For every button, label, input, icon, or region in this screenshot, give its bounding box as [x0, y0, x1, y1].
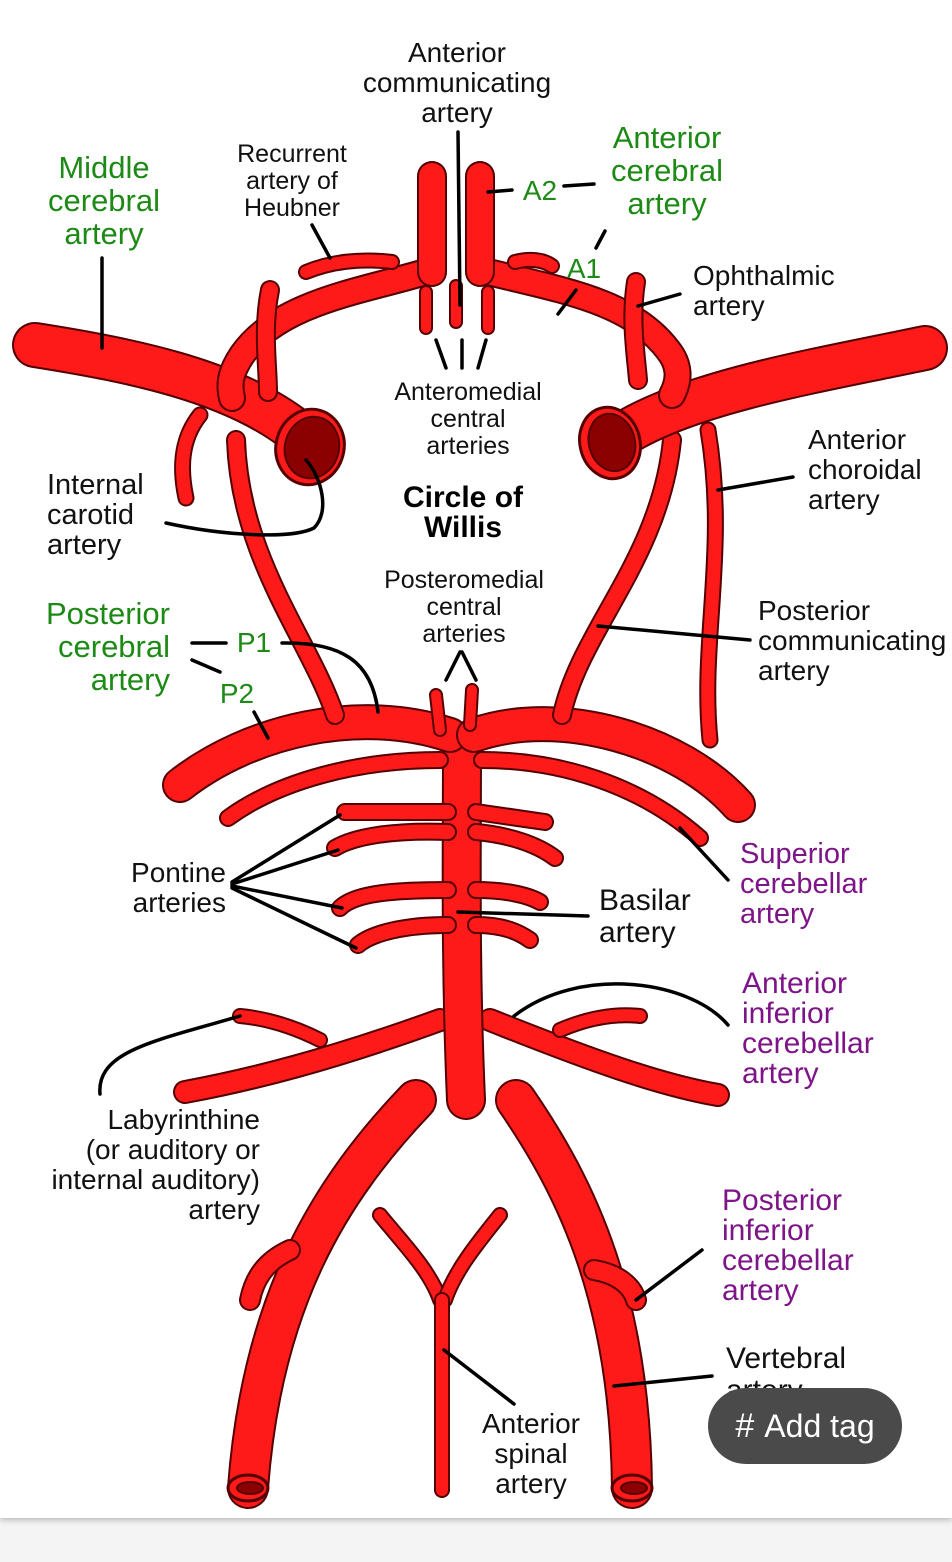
pointer-anterior-cerebral [562, 182, 596, 188]
pointer-anteromedial-left [434, 338, 448, 370]
pontine-artery-4-left [349, 916, 457, 954]
label-p2: P2 [220, 678, 254, 709]
right-recurrent-artery-of-heubner [507, 251, 560, 274]
pontine-artery-4-right [467, 916, 539, 949]
right-vertebral-artery [495, 1079, 653, 1509]
pontine-artery-1-right [467, 803, 554, 831]
pointer-anterior-inferior-cerebellar [512, 982, 730, 1027]
left-anterior-inferior-cerebellar-artery [173, 1008, 452, 1104]
basilar-artery [441, 725, 486, 1120]
right-posterior-communicating-artery [552, 430, 682, 725]
right-ophthalmic-artery [623, 272, 648, 390]
left-posterior-inferior-cerebellar-artery [239, 1239, 301, 1311]
pointer-lines [98, 130, 795, 1406]
left-middle-cerebral-artery [12, 322, 318, 453]
pointer-p2-left [190, 658, 222, 674]
pointer-anteromedial-right [476, 338, 488, 370]
left-anterior-spinal-root [372, 1207, 448, 1308]
right-posterior-cerebral-artery [456, 706, 756, 823]
right-labyrinthine-artery [552, 1007, 648, 1038]
pointer-pontine-1 [230, 813, 342, 884]
pointer-recurrent-heubner [310, 223, 332, 260]
label-a2: A2 [523, 175, 557, 206]
pointer-anterior-communicating [456, 130, 462, 307]
right-anterior-inferior-cerebellar-artery [478, 1008, 730, 1107]
add-tag-label: Add tag [764, 1407, 875, 1444]
pointer-a1-upper [594, 229, 607, 250]
left-recurrent-artery-of-heubner [298, 252, 400, 280]
right-vertebral-artery-end [610, 1473, 654, 1503]
pontine-artery-3-left [331, 881, 457, 917]
pointer-anterior-spinal [442, 1348, 516, 1406]
right-middle-cerebral-artery [607, 325, 948, 453]
label-a1: A1 [567, 253, 601, 284]
left-posterior-communicating-artery [226, 430, 345, 725]
left-internal-carotid-cross-section [274, 407, 346, 487]
right-internal-carotid-cross-section [578, 405, 642, 481]
pointer-p2 [252, 710, 270, 740]
left-anterior-choroidal-artery [174, 406, 209, 507]
right-anterior-cerebral-a1 [466, 256, 692, 409]
left-superior-cerebellar-artery [219, 751, 449, 827]
pointer-pontine-2 [230, 848, 340, 886]
right-posterior-inferior-cerebellar-artery [583, 1259, 647, 1311]
left-vertebral-artery [227, 1079, 437, 1509]
pointer-pontine-3 [230, 884, 344, 910]
right-posteromedial-central-artery [463, 683, 479, 732]
pointer-a1 [556, 288, 578, 316]
left-ophthalmic-artery [255, 280, 280, 402]
pointer-posterior-communicating [596, 624, 752, 642]
pontine-artery-2-left [326, 822, 457, 857]
left-posteromedial-central-artery [429, 688, 447, 737]
pointer-basilar [456, 910, 590, 918]
pontine-artery-3-right [467, 881, 549, 911]
hash-icon: # [735, 1406, 755, 1445]
pointer-posterior-inferior-cerebellar [634, 1248, 704, 1302]
right-anterior-spinal-root [437, 1207, 508, 1308]
pointer-p1 [280, 641, 380, 714]
pointer-anterior-choroidal [716, 475, 795, 492]
add-tag-button[interactable]: # Add tag [708, 1388, 902, 1464]
arteries [12, 161, 948, 1509]
pontine-artery-2-right [467, 823, 564, 867]
pointer-superior-cerebellar [678, 826, 730, 882]
label-p1: P1 [237, 627, 271, 658]
pointer-labyrinthine [98, 1014, 242, 1096]
right-superior-cerebellar-artery [473, 751, 709, 847]
pointer-vertebral [612, 1374, 714, 1388]
left-labyrinthine-artery [232, 1008, 328, 1048]
left-posterior-cerebral-artery [162, 704, 468, 803]
right-anterior-choroidal-artery [699, 421, 724, 749]
pointer-ophthalmic [636, 292, 682, 308]
pointer-posteromedial-left [444, 650, 462, 682]
pointer-pontine-4 [230, 886, 358, 950]
pointer-internal-carotid [164, 458, 325, 537]
pointer-a2 [486, 188, 514, 194]
pointer-posteromedial-right [460, 650, 478, 682]
left-vertebral-artery-end [226, 1473, 270, 1503]
